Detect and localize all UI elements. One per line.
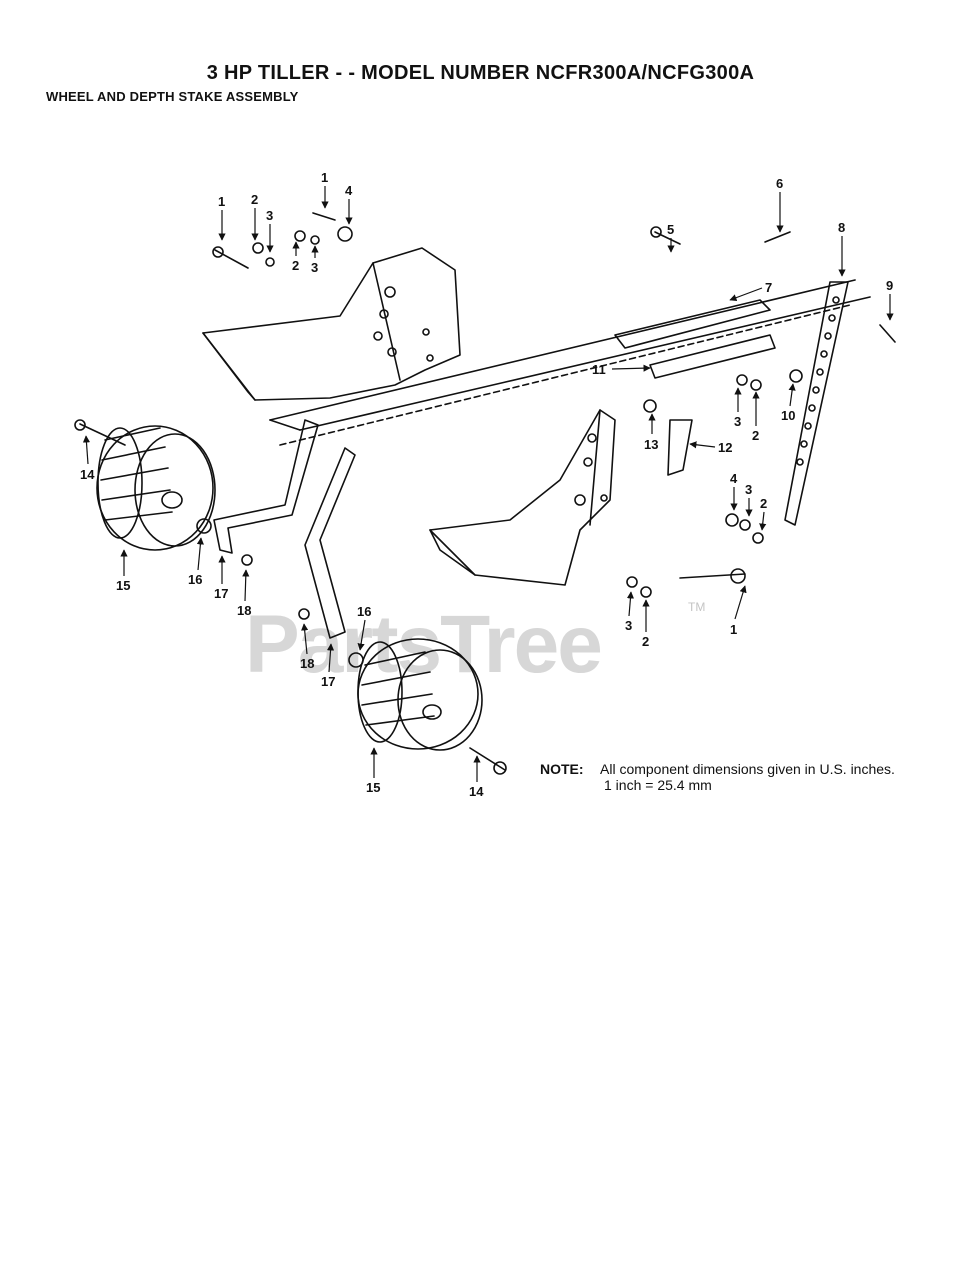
callout-9: 9 <box>886 278 894 321</box>
svg-text:1: 1 <box>321 170 328 185</box>
svg-text:2: 2 <box>752 428 759 443</box>
depth-stake <box>784 281 849 526</box>
lower-tine-shield <box>429 409 616 586</box>
callout-14: 14 <box>80 435 95 482</box>
svg-text:11: 11 <box>592 362 606 377</box>
callout-12: 12 <box>689 440 732 455</box>
callout-6: 6 <box>776 176 784 233</box>
svg-text:3: 3 <box>625 618 632 633</box>
svg-text:6: 6 <box>776 176 783 191</box>
svg-text:1: 1 <box>730 622 737 637</box>
svg-text:14: 14 <box>80 467 95 482</box>
callout-17: 17 <box>321 643 335 689</box>
callout-4: 4 <box>345 183 353 225</box>
svg-text:4: 4 <box>345 183 353 198</box>
callout-labels: 1 2 3 2 3 1 4 6 5 7 8 9 11 3 2 10 13 12 … <box>80 170 894 799</box>
callout-7: 7 <box>729 280 772 302</box>
svg-text:2: 2 <box>642 634 649 649</box>
upper-tine-shield <box>202 247 461 401</box>
depth-stake-brackets <box>614 299 776 379</box>
svg-text:10: 10 <box>781 408 795 423</box>
page-subtitle: WHEEL AND DEPTH STAKE ASSEMBLY <box>46 89 299 104</box>
callout-14: 14 <box>469 755 484 799</box>
callout-2: 2 <box>642 599 650 649</box>
callout-2: 2 <box>759 496 767 531</box>
callout-15: 15 <box>366 747 380 795</box>
callout-8: 8 <box>838 220 846 277</box>
svg-text:14: 14 <box>469 784 484 799</box>
wheel-right <box>357 638 483 751</box>
callout-1: 1 <box>321 170 329 209</box>
callout-3: 3 <box>266 208 274 253</box>
watermark-trademark: TM <box>688 600 706 614</box>
wheel-bracket-right <box>304 447 356 639</box>
callout-1: 1 <box>218 194 226 241</box>
svg-text:3: 3 <box>266 208 273 223</box>
svg-text:9: 9 <box>886 278 893 293</box>
svg-text:2: 2 <box>251 192 258 207</box>
callout-2: 2 <box>292 241 300 273</box>
svg-text:8: 8 <box>838 220 845 235</box>
svg-text:18: 18 <box>237 603 251 618</box>
callout-18: 18 <box>300 623 314 671</box>
callout-2: 2 <box>251 192 259 241</box>
callout-3: 3 <box>734 387 742 429</box>
callout-17: 17 <box>214 555 228 601</box>
svg-text:17: 17 <box>214 586 228 601</box>
page-title: 3 HP TILLER - - MODEL NUMBER NCFR300A/NC… <box>206 62 755 84</box>
svg-text:3: 3 <box>745 482 752 497</box>
callout-3: 3 <box>745 482 753 517</box>
svg-text:1: 1 <box>218 194 225 209</box>
callout-3: 3 <box>311 245 319 275</box>
callout-3: 3 <box>625 591 635 633</box>
note-dimensions: All component dimensions given in U.S. i… <box>600 761 895 777</box>
svg-text:16: 16 <box>188 572 202 587</box>
callout-4: 4 <box>730 471 738 511</box>
callout-2: 2 <box>752 391 760 443</box>
note-conversion: 1 inch = 25.4 mm <box>604 777 712 793</box>
svg-text:2: 2 <box>292 258 299 273</box>
callout-13: 13 <box>644 413 658 452</box>
svg-text:5: 5 <box>667 222 674 237</box>
svg-text:15: 15 <box>116 578 130 593</box>
svg-text:2: 2 <box>760 496 767 511</box>
callout-11: 11 <box>592 362 651 377</box>
hardware <box>74 212 896 775</box>
callout-16: 16 <box>188 537 204 587</box>
svg-text:18: 18 <box>300 656 314 671</box>
svg-text:4: 4 <box>730 471 738 486</box>
svg-text:3: 3 <box>734 414 741 429</box>
wheel-bracket-left <box>213 419 319 554</box>
svg-text:13: 13 <box>644 437 658 452</box>
svg-text:3: 3 <box>311 260 318 275</box>
note-label: NOTE: <box>540 761 584 777</box>
svg-text:12: 12 <box>718 440 732 455</box>
callout-5: 5 <box>667 222 675 253</box>
wheel-left <box>96 425 216 551</box>
callout-16: 16 <box>357 604 371 651</box>
callout-18: 18 <box>237 569 251 618</box>
svg-text:17: 17 <box>321 674 335 689</box>
callout-1: 1 <box>730 585 747 637</box>
svg-text:7: 7 <box>765 280 772 295</box>
callout-10: 10 <box>781 383 796 423</box>
callout-15: 15 <box>116 549 130 593</box>
svg-text:15: 15 <box>366 780 380 795</box>
main-axle <box>269 279 871 446</box>
svg-text:16: 16 <box>357 604 371 619</box>
watermark: PartsTree <box>245 599 603 690</box>
